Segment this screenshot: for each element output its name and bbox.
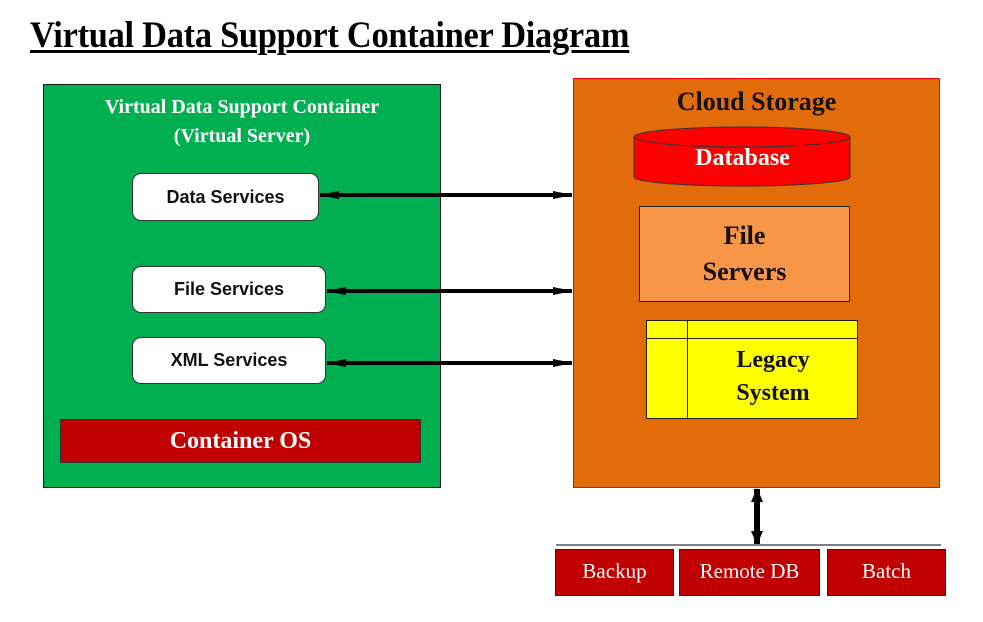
data-services-box[interactable]: Data Services bbox=[132, 173, 319, 221]
diagram-title: Virtual Data Support Container Diagram bbox=[30, 15, 630, 56]
legacy-system-label: Legacy System bbox=[688, 344, 858, 410]
virtual-container-title-line1: Virtual Data Support Container bbox=[104, 96, 380, 118]
database-label: Database bbox=[695, 145, 790, 171]
file-servers-box[interactable]: File Servers bbox=[639, 206, 850, 302]
legacy-system-box[interactable] bbox=[646, 320, 858, 419]
cloud-storage-title: Cloud Storage bbox=[676, 87, 837, 116]
virtual-container-title: Virtual Data Support Container (Virtual … bbox=[43, 93, 441, 151]
legacy-divider-vertical bbox=[687, 320, 688, 419]
batch-box[interactable]: Batch bbox=[827, 549, 946, 596]
external-bus-line bbox=[556, 544, 941, 546]
legacy-divider-horizontal bbox=[646, 338, 858, 339]
file-servers-label-line1: File bbox=[723, 221, 766, 250]
file-services-box[interactable]: File Services bbox=[132, 266, 326, 313]
xml-services-box[interactable]: XML Services bbox=[132, 337, 326, 384]
database-cylinder-icon[interactable] bbox=[633, 126, 851, 187]
file-servers-label-line2: Servers bbox=[702, 257, 787, 286]
backup-box[interactable]: Backup bbox=[555, 549, 674, 596]
legacy-label-line2: System bbox=[736, 380, 810, 406]
container-os-box[interactable]: Container OS bbox=[60, 419, 421, 463]
legacy-label-line1: Legacy bbox=[736, 347, 810, 373]
remote-db-box[interactable]: Remote DB bbox=[679, 549, 820, 596]
virtual-container-title-line2: (Virtual Server) bbox=[173, 125, 311, 147]
